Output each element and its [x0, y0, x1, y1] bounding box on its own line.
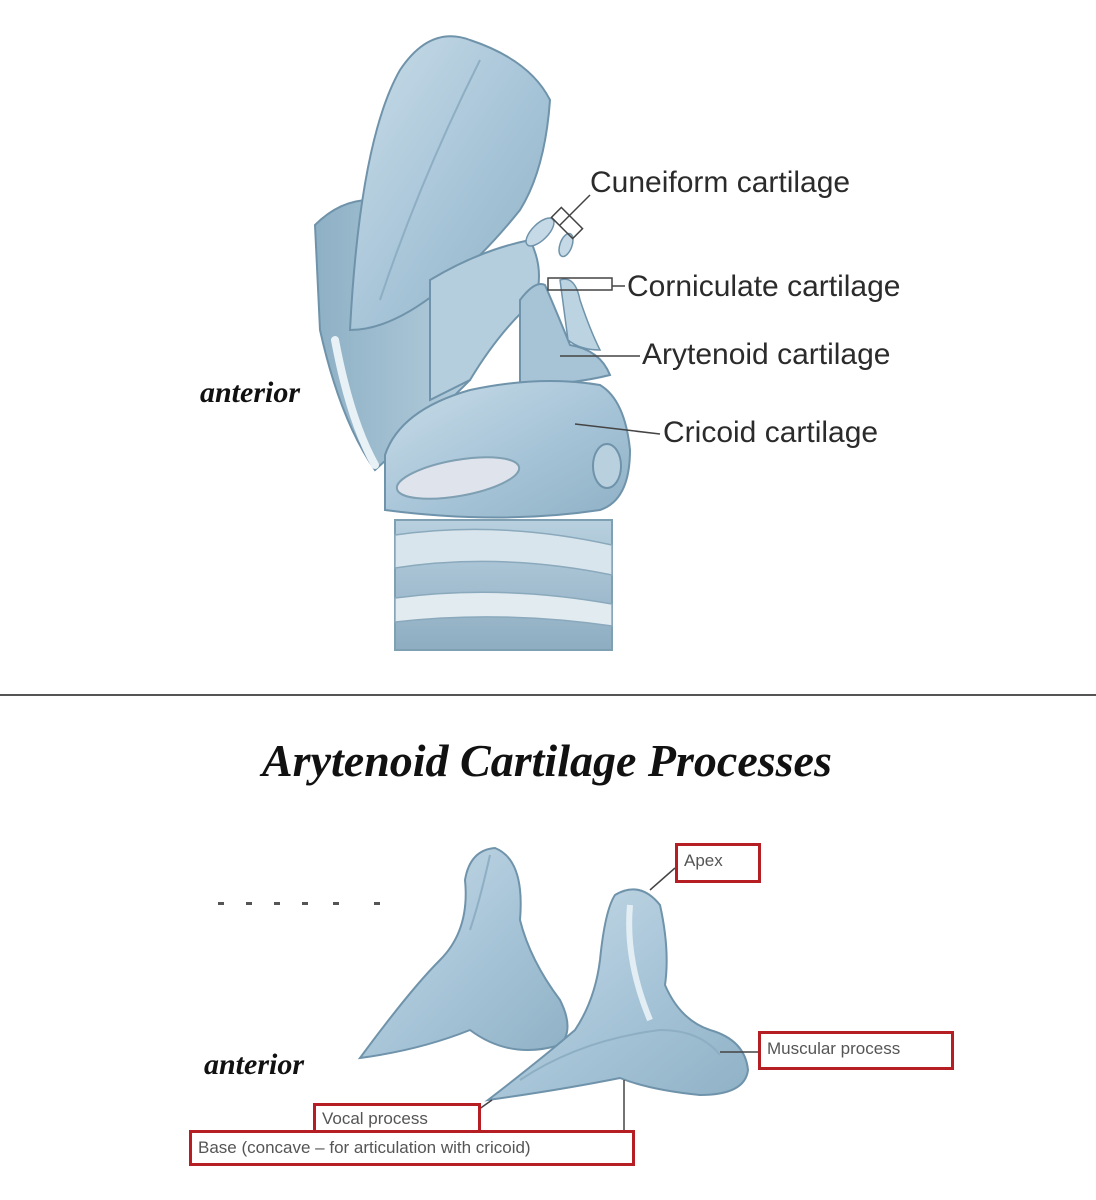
anterior-label-top: anterior: [200, 376, 301, 409]
arytenoid-drawing-right: [484, 888, 750, 1102]
corniculate-label: Corniculate cartilage: [627, 270, 901, 303]
section-title: Arytenoid Cartilage Processes: [262, 735, 832, 786]
anterior-label-bottom: anterior: [204, 1048, 305, 1081]
faint-dots: [218, 902, 380, 905]
cricoid-label: Cricoid cartilage: [663, 416, 879, 449]
arytenoid-drawing-left: [357, 846, 569, 1060]
section-divider: [0, 694, 1096, 696]
apex-label: Apex: [675, 843, 761, 883]
base-label: Base (concave – for articulation with cr…: [189, 1130, 635, 1166]
larynx-drawing: [313, 35, 632, 651]
muscular-process-label: Muscular process: [758, 1031, 954, 1070]
top-leader-lines: [547, 194, 661, 435]
cuneiform-label: Cuneiform cartilage: [590, 166, 851, 199]
arytenoid-label: Arytenoid cartilage: [642, 338, 891, 371]
vocal-process-label: Vocal process: [313, 1103, 481, 1133]
